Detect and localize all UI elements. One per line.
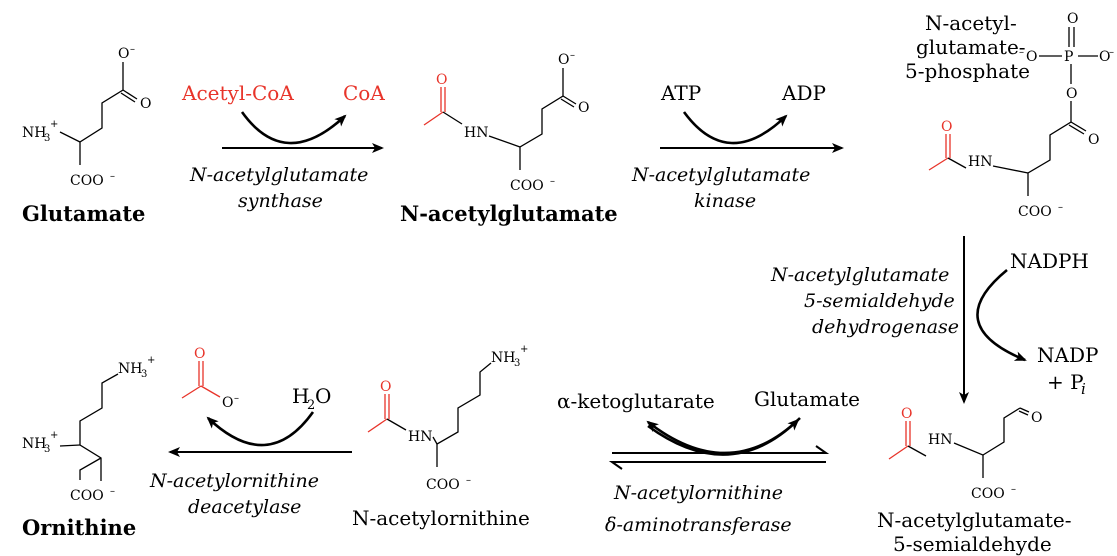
ornithine-structure: NH 3 + NH 3 + COO – bbox=[22, 355, 155, 504]
amino-subscript: 3 bbox=[44, 444, 50, 455]
cofactor-curved-arrow bbox=[206, 411, 315, 447]
nag-phosphate-label-line1: N-acetyl- bbox=[925, 11, 1017, 35]
enzyme-label: N-acetylornithine bbox=[613, 482, 783, 504]
charge-label: – bbox=[1011, 484, 1016, 495]
charge-label: – bbox=[130, 44, 135, 55]
acetyl-oxygen-label: O bbox=[436, 72, 447, 88]
enzyme-label: N-acetylglutamate bbox=[770, 264, 949, 286]
phosphoryl-oxygen-label: O bbox=[1067, 11, 1078, 27]
cofactor-curved-arrow bbox=[976, 268, 1027, 362]
amide-nh-label: HN bbox=[408, 429, 432, 445]
charge-label: – bbox=[466, 475, 471, 486]
carboxylate-label: COO bbox=[70, 488, 104, 504]
amino-group-label: NH bbox=[491, 350, 515, 366]
amino-subscript: 3 bbox=[514, 358, 520, 369]
charge-label: – bbox=[550, 176, 555, 187]
acetyl-oxygen-label: O bbox=[901, 406, 912, 422]
carboxylate-oxygen-label: O bbox=[558, 52, 569, 68]
enzyme-label: N-acetylglutamate bbox=[189, 164, 368, 186]
nadph-label: NADPH bbox=[1010, 249, 1089, 273]
nag-phosphate-structure: O – O P O – O O O HN COO – bbox=[928, 11, 1114, 220]
nag-phosphate-label-line2: glutamate- bbox=[916, 35, 1026, 59]
phosphate-label: + P bbox=[1047, 370, 1084, 394]
equilibrium-reverse-arrow bbox=[608, 461, 826, 470]
n-acetylglutamate-label: N-acetylglutamate bbox=[400, 201, 618, 226]
acetate-oxygen-minus-label: O bbox=[222, 395, 233, 411]
charge-label: – bbox=[1058, 202, 1063, 213]
amino-group-label: NH bbox=[118, 361, 142, 377]
phosphate-oxygen-label: O bbox=[1099, 49, 1110, 65]
enzyme-label: δ-aminotransferase bbox=[605, 514, 792, 536]
nag-semialdehyde-label-line2: 5-semialdehyde bbox=[893, 532, 1052, 556]
acetate-oxygen-label: O bbox=[194, 346, 205, 362]
ornithine-label: Ornithine bbox=[22, 515, 136, 540]
charge-label: + bbox=[520, 344, 528, 355]
carboxylate-label: COO bbox=[1018, 204, 1052, 220]
amide-nh-label: HN bbox=[968, 154, 992, 170]
enzyme-label: 5-semialdehyde bbox=[804, 290, 955, 312]
charge-label: – bbox=[234, 393, 239, 404]
n-acetylornithine-structure: NH 3 + O HN COO – bbox=[367, 344, 528, 493]
carboxylate-label: COO bbox=[426, 477, 460, 493]
charge-label: + bbox=[50, 119, 58, 130]
acetyl-oxygen-label: O bbox=[380, 379, 391, 395]
nag-semialdehyde-structure: O HN O COO – bbox=[888, 406, 1042, 502]
carboxylate-label: COO bbox=[510, 178, 544, 194]
nag-phosphate-label-line3: 5-phosphate bbox=[905, 59, 1030, 83]
amino-group-label: NH bbox=[22, 125, 46, 141]
enzyme-label: deacetylase bbox=[188, 496, 301, 518]
glutamate-cofactor-label: Glutamate bbox=[754, 387, 860, 411]
atp-label: ATP bbox=[660, 81, 701, 105]
n-acetylglutamate-structure: O – O O HN COO – bbox=[423, 50, 589, 194]
charge-label: – bbox=[1019, 47, 1024, 58]
carbonyl-oxygen-label: O bbox=[578, 100, 589, 116]
amino-subscript: 3 bbox=[44, 133, 50, 144]
ester-oxygen-label: O bbox=[1066, 86, 1077, 102]
water-label: H bbox=[292, 384, 309, 408]
acetyl-oxygen-label: O bbox=[941, 119, 952, 135]
charge-label: – bbox=[1109, 47, 1114, 58]
charge-label: – bbox=[570, 50, 575, 61]
alpha-ketoglutarate-label: α-ketoglutarate bbox=[557, 389, 715, 413]
acetate-structure: O O – bbox=[181, 346, 239, 411]
acetyl-coa-label: Acetyl-CoA bbox=[181, 81, 294, 105]
carbonyl-oxygen-label: O bbox=[140, 96, 151, 112]
cofactor-curved-arrow bbox=[682, 111, 788, 145]
amino-group-label: NH bbox=[22, 436, 46, 452]
enzyme-label: kinase bbox=[694, 190, 756, 212]
enzyme-label: N-acetylornithine bbox=[149, 470, 319, 492]
amide-nh-label: HN bbox=[464, 125, 488, 141]
coa-label: CoA bbox=[343, 81, 385, 105]
phosphate-oxygen-label: O bbox=[1026, 49, 1037, 65]
aldehyde-oxygen-label: O bbox=[1031, 410, 1042, 426]
cofactor-curved-arrow bbox=[647, 418, 800, 456]
charge-label: + bbox=[50, 430, 58, 441]
enzyme-label: dehydrogenase bbox=[812, 316, 959, 338]
carboxylate-label: COO bbox=[971, 486, 1005, 502]
glutamate-label: Glutamate bbox=[22, 201, 145, 226]
equilibrium-forward-arrow bbox=[612, 445, 830, 454]
amide-nh-label: HN bbox=[928, 432, 952, 448]
n-acetylornithine-label: N-acetylornithine bbox=[352, 506, 530, 530]
nadp-label: NADP bbox=[1037, 343, 1098, 367]
charge-label: + bbox=[147, 355, 155, 366]
enzyme-label: synthase bbox=[238, 190, 323, 212]
enzyme-label: N-acetylglutamate bbox=[631, 164, 810, 186]
adp-label: ADP bbox=[781, 81, 826, 105]
water-label-tail: O bbox=[315, 384, 331, 408]
nag-semialdehyde-label-line1: N-acetylglutamate- bbox=[877, 508, 1072, 532]
carboxylate-label: COO bbox=[70, 173, 104, 189]
charge-label: – bbox=[110, 486, 115, 497]
water-subscript: 2 bbox=[307, 398, 315, 413]
carboxylate-oxygen-label: O bbox=[118, 46, 129, 62]
carbonyl-oxygen-label: O bbox=[1088, 132, 1099, 148]
cofactor-curved-arrow bbox=[240, 111, 347, 145]
phosphorus-label: P bbox=[1064, 49, 1073, 65]
phosphate-subscript: i bbox=[1081, 380, 1086, 398]
amino-subscript: 3 bbox=[141, 369, 147, 380]
glutamate-structure: O – O NH 3 + COO – bbox=[22, 44, 151, 189]
charge-label: – bbox=[110, 171, 115, 182]
